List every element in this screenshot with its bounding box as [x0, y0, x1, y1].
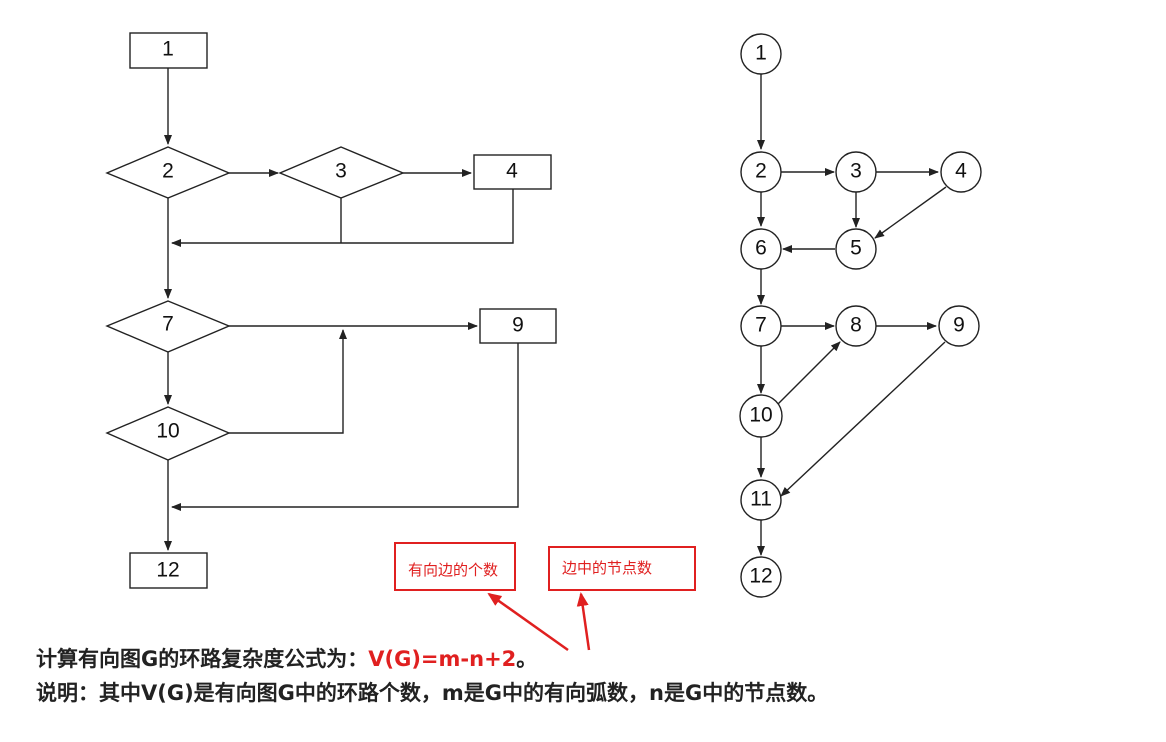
flowgraph-edges — [757, 74, 947, 556]
fc-box-label: 9 — [512, 314, 524, 337]
fg-node-6: 6 — [740, 228, 782, 270]
fg-node-5: 5 — [835, 228, 877, 270]
callout-edges-text: 有向边的个数 — [408, 561, 498, 579]
callout-edges: 有向边的个数 — [394, 542, 516, 591]
fc-diamond-label: 7 — [162, 313, 174, 336]
fc-box-12: 12 — [129, 552, 208, 589]
fg-node-label: 8 — [850, 314, 862, 337]
fg-node-7: 7 — [740, 305, 782, 347]
fg-node-label: 10 — [749, 404, 772, 427]
formula-line-2: 说明：其中V(G)是有向图G中的环路个数，m是G中的有向弧数，n是G中的节点数。 — [36, 681, 829, 705]
fc-box-label: 4 — [506, 160, 518, 183]
callout-edges-arrow — [487, 592, 569, 652]
fg-edge-10-8 — [777, 341, 841, 405]
fg-node-label: 12 — [749, 565, 772, 588]
fg-edge-4-5 — [874, 186, 947, 239]
formula-line-1: 计算有向图G的环路复杂度公式为：V(G)=m-n+2。 — [36, 643, 537, 673]
fg-node-12: 12 — [740, 556, 782, 598]
fc-edge-9-merge — [171, 343, 519, 511]
fg-node-label: 9 — [953, 314, 965, 337]
callout-nodes-text: 边中的节点数 — [562, 559, 652, 577]
fg-edge-9-11 — [780, 341, 946, 497]
fc-diamond-7: 7 — [105, 300, 231, 353]
fc-diamond-label: 3 — [335, 160, 347, 183]
fc-diamond-3: 3 — [278, 146, 405, 199]
fg-node-8: 8 — [835, 305, 877, 347]
fc-diamond-10: 10 — [105, 406, 231, 461]
fc-box-label: 12 — [156, 559, 179, 582]
fg-node-label: 6 — [755, 237, 767, 260]
fg-node-11: 11 — [740, 479, 782, 521]
fg-node-label: 11 — [750, 488, 772, 511]
callout-nodes: 边中的节点数 — [548, 546, 696, 591]
fc-diamond-label: 10 — [156, 420, 179, 443]
fc-diamond-2: 2 — [105, 146, 231, 199]
fg-node-label: 3 — [850, 160, 862, 183]
fg-node-label: 2 — [755, 160, 767, 183]
flowchart-edges — [164, 68, 519, 551]
fg-node-label: 4 — [955, 160, 967, 183]
fc-edge-10-up — [229, 329, 347, 434]
formula-prefix: 计算有向图G的环路复杂度公式为： — [36, 647, 369, 671]
fg-node-4: 4 — [940, 151, 982, 193]
formula-suffix: 。 — [516, 647, 538, 671]
formula-expression: V(G)=m-n+2 — [368, 647, 517, 671]
fc-box-label: 1 — [162, 38, 174, 61]
fc-edge-4-merge — [171, 189, 514, 247]
flowgraph: 1 2 3 4 5 6 7 8 — [739, 33, 982, 598]
fg-node-2: 2 — [740, 151, 782, 193]
flowchart: 1 4 9 12 2 3 7 10 — [105, 32, 557, 589]
fc-diamond-label: 2 — [162, 160, 174, 183]
callout-nodes-arrow — [576, 592, 591, 651]
fg-node-1: 1 — [740, 33, 782, 75]
fg-node-label: 1 — [755, 42, 767, 65]
fc-box-4: 4 — [473, 154, 552, 190]
fc-box-9: 9 — [479, 308, 557, 344]
fg-node-label: 7 — [755, 314, 767, 337]
fc-box-1: 1 — [129, 32, 208, 69]
fg-node-10: 10 — [739, 394, 783, 438]
fg-node-label: 5 — [850, 237, 862, 260]
fg-node-3: 3 — [835, 151, 877, 193]
fg-node-9: 9 — [938, 305, 980, 347]
